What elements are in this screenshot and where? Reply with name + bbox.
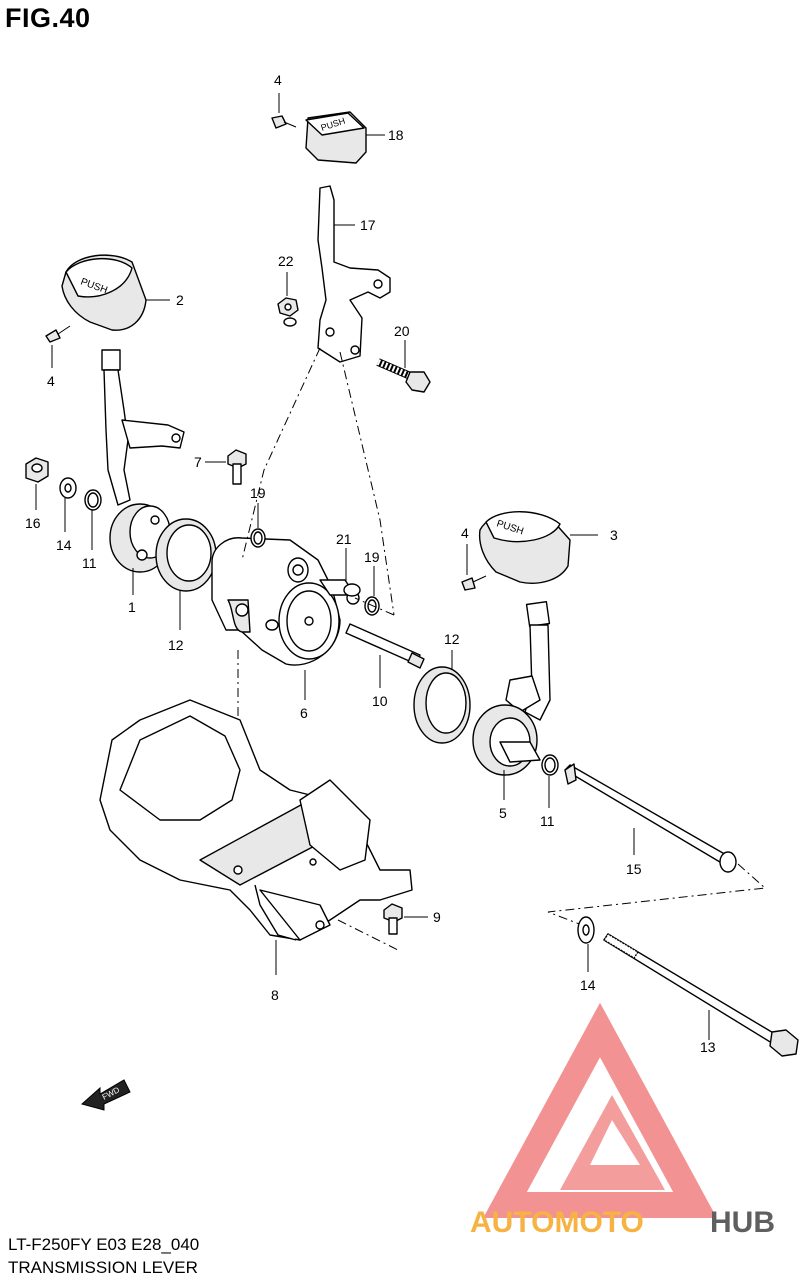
part-14-washer-left	[59, 477, 77, 499]
screw-4-right	[461, 575, 487, 591]
screw-4-left	[45, 325, 71, 343]
part-12-seal-right	[413, 666, 471, 744]
part-12-seal-left	[155, 518, 217, 592]
part-18-cap: PUSH	[305, 111, 367, 164]
part-9-bolt	[383, 903, 403, 935]
part-10-pin	[345, 623, 425, 669]
part-6-housing	[211, 537, 360, 666]
callout-14-right: 14	[580, 977, 596, 993]
part-8-frame	[99, 699, 413, 941]
callout-12-left: 12	[168, 637, 184, 653]
part-19-oring-right	[364, 596, 380, 616]
callout-3: 3	[610, 527, 618, 543]
callout-11-left: 11	[82, 555, 97, 571]
callout-21: 21	[336, 531, 352, 547]
part-11-ring-right	[541, 754, 559, 776]
callout-19-right: 19	[364, 549, 380, 565]
part-2-knob: PUSH	[61, 254, 147, 331]
figure-title: FIG.40	[5, 3, 91, 33]
model-code: LT-F250FY E03 E28_040	[8, 1235, 200, 1254]
part-14-washer-right	[577, 916, 595, 944]
callout-15: 15	[626, 861, 642, 877]
callout-13: 13	[700, 1039, 716, 1055]
part-15-shaft	[564, 763, 737, 873]
part-22-nut	[277, 297, 299, 327]
part-16-nut	[25, 457, 49, 483]
callout-11-right: 11	[540, 813, 555, 829]
callout-12-right: 12	[444, 631, 460, 647]
callout-22: 22	[278, 253, 294, 269]
callout-8: 8	[271, 987, 279, 1003]
callout-17: 17	[360, 217, 376, 233]
callout-4-right: 4	[461, 525, 469, 541]
watermark-logo: AUTOMOTO HUB	[470, 1002, 775, 1239]
part-3-knob: PUSH	[478, 511, 571, 584]
callout-9: 9	[433, 909, 441, 925]
callout-10: 10	[372, 693, 388, 709]
part-17-lever-bracket	[317, 185, 391, 363]
part-21-pin	[343, 583, 361, 597]
part-20-bolt	[376, 358, 431, 393]
callout-numbers: 4 18 17 22 2 20 4 7 19 16 14 11 21 19 4 …	[25, 72, 716, 1055]
callout-7: 7	[194, 454, 202, 470]
part-13-bolt	[603, 933, 799, 1057]
callout-4-left: 4	[47, 373, 55, 389]
fwd-arrow-icon: FWD	[80, 1079, 131, 1111]
part-7-bolt	[227, 449, 247, 485]
callout-1: 1	[128, 599, 136, 615]
screw-4-top	[271, 115, 297, 129]
watermark-text-auto: AUTOMOTO	[470, 1206, 644, 1239]
part-11-ring-left	[84, 489, 102, 511]
callout-18: 18	[388, 127, 404, 143]
callout-20: 20	[394, 323, 410, 339]
part-19-oring-left	[250, 528, 266, 548]
callout-16: 16	[25, 515, 41, 531]
callout-5: 5	[499, 805, 507, 821]
diagram-caption: TRANSMISSION LEVER	[8, 1258, 198, 1277]
part-5-shift-lever	[472, 601, 551, 776]
callout-19-left: 19	[250, 485, 266, 501]
callout-2: 2	[176, 292, 184, 308]
watermark-text-hub: HUB	[710, 1206, 775, 1239]
callout-14-left: 14	[56, 537, 72, 553]
callout-4: 4	[274, 72, 282, 88]
callout-6: 6	[300, 705, 308, 721]
